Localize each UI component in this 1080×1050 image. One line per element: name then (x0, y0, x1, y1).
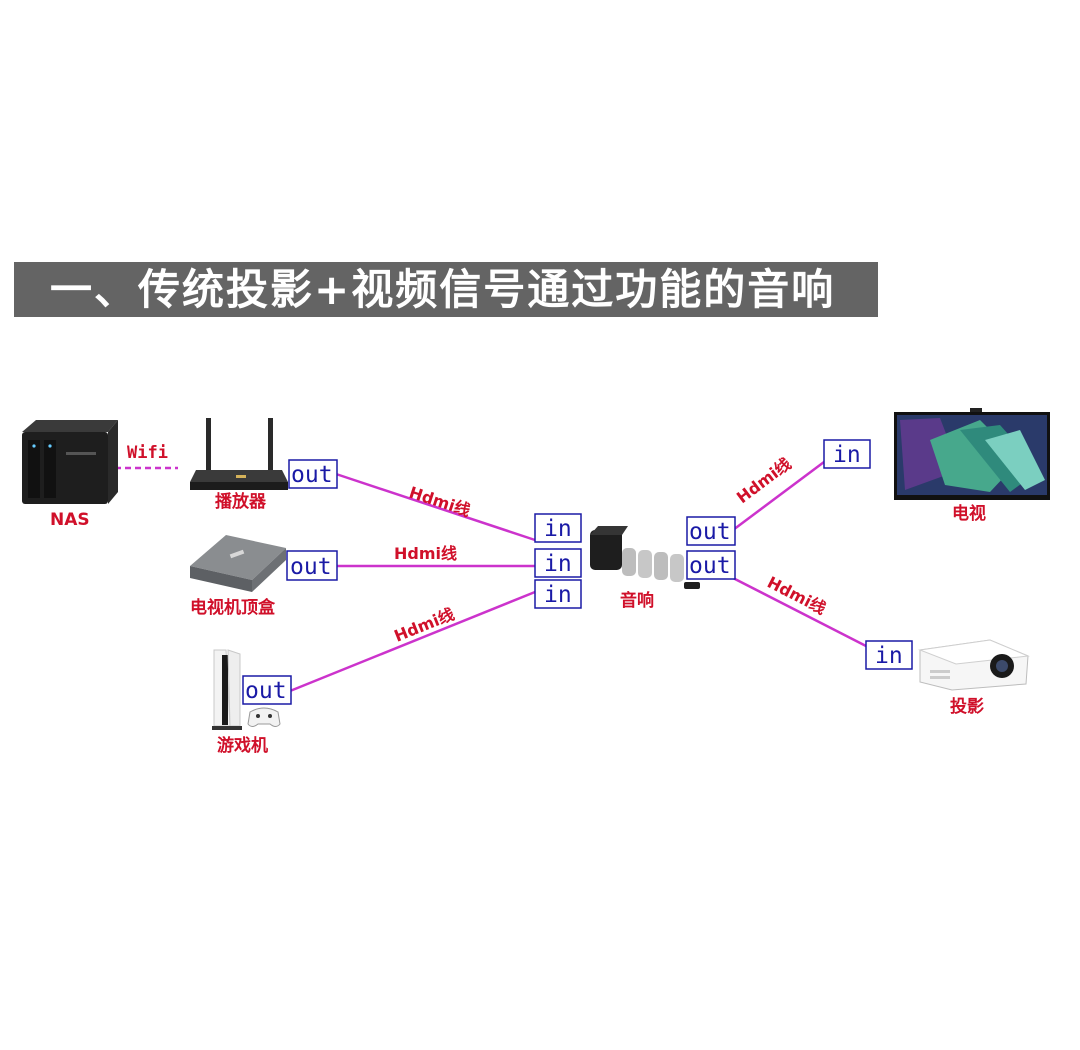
port-projector-in: in (866, 641, 912, 669)
svg-text:out: out (689, 553, 731, 579)
svg-text:in: in (875, 643, 903, 669)
port-soundbar-in-2: in (535, 549, 581, 577)
settop-device: 电视机顶盒 (190, 535, 286, 618)
port-soundbar-out-2: out (687, 551, 735, 579)
speaker-system-icon (590, 526, 700, 589)
svg-text:out: out (689, 519, 731, 545)
settop-label: 电视机顶盒 (190, 597, 276, 618)
soundbar-device: 音响 (590, 526, 700, 611)
cable-console-soundbar (290, 592, 535, 691)
projector-icon (920, 640, 1028, 690)
wifi-label: Wifi (127, 443, 168, 463)
svg-text:out: out (290, 554, 332, 580)
svg-text:out: out (291, 462, 333, 488)
port-soundbar-out-1: out (687, 517, 735, 545)
port-soundbar-in-3: in (535, 580, 581, 608)
tv-label: 电视 (952, 503, 986, 524)
port-tv-in: in (824, 440, 870, 468)
hdmi-label-console: Hdmi线 (391, 604, 457, 645)
player-device: 播放器 (190, 418, 288, 512)
port-player-out: out (289, 460, 337, 488)
port-console-out: out (243, 676, 291, 704)
projector-device: 投影 (920, 640, 1028, 717)
hdmi-label-tv: Hdmi线 (733, 454, 795, 507)
svg-text:in: in (544, 516, 572, 542)
port-settop-out: out (287, 551, 337, 580)
console-label: 游戏机 (217, 735, 268, 756)
svg-text:out: out (245, 678, 287, 704)
settop-box-icon (190, 535, 286, 592)
player-label: 播放器 (215, 491, 267, 512)
projector-label: 投影 (950, 696, 984, 717)
svg-text:in: in (544, 551, 572, 577)
svg-text:in: in (544, 582, 572, 608)
hdmi-label-player: Hdmi线 (407, 483, 473, 521)
hdmi-label-settop: Hdmi线 (394, 544, 457, 563)
nas-icon (22, 420, 118, 504)
television-icon (894, 408, 1050, 500)
nas-label: NAS (50, 510, 90, 530)
svg-text:in: in (833, 442, 861, 468)
soundbar-label: 音响 (620, 590, 654, 611)
router-player-icon (190, 418, 288, 490)
port-soundbar-in-1: in (535, 514, 581, 542)
tv-device: 电视 (894, 408, 1050, 524)
nas-device: NAS (22, 420, 118, 530)
